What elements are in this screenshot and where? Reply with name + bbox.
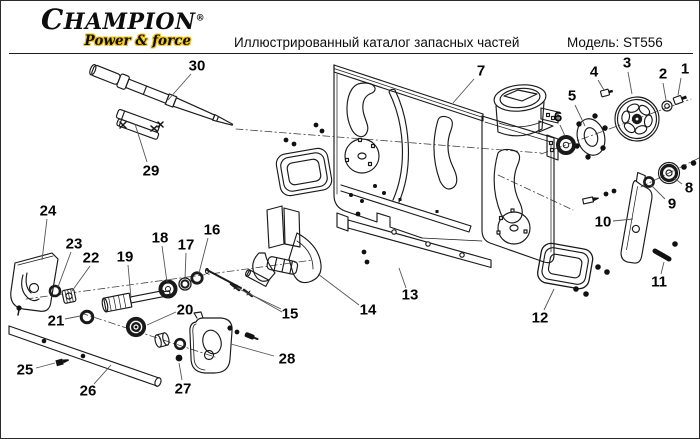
callout-16: 16 bbox=[203, 221, 221, 239]
callout-26: 26 bbox=[79, 382, 97, 400]
catalog-title: Иллюстрированный каталог запасных частей bbox=[234, 35, 520, 50]
brand-logo: CHAMPION® Power & force bbox=[41, 3, 206, 50]
part-26-axle-tube bbox=[8, 325, 162, 387]
part-6-bearing bbox=[556, 135, 576, 155]
callout-10: 10 bbox=[594, 213, 612, 231]
callout-19: 19 bbox=[116, 248, 134, 266]
spacer-bushing bbox=[154, 332, 170, 348]
part-1-bolt bbox=[672, 95, 687, 105]
callout-11: 11 bbox=[651, 273, 667, 291]
callout-21: 21 bbox=[47, 312, 65, 330]
part-11-pin bbox=[652, 241, 678, 262]
part-16-ring bbox=[190, 271, 204, 285]
part-23-ring bbox=[48, 284, 62, 298]
callout-13: 13 bbox=[401, 286, 419, 304]
model-label: Модель: ST556 bbox=[567, 35, 663, 50]
part-4-bolt bbox=[600, 88, 614, 98]
part-30-auger-shaft bbox=[89, 63, 234, 126]
part-28-gearbox-housing bbox=[189, 311, 259, 374]
callout-3: 3 bbox=[622, 54, 632, 72]
callout-4: 4 bbox=[589, 63, 599, 81]
brand-tagline: Power & force bbox=[84, 33, 191, 50]
callout-5: 5 bbox=[567, 87, 577, 105]
part-24-bearing-bracket bbox=[10, 252, 59, 316]
part-21-ring bbox=[79, 309, 95, 325]
callout-30: 30 bbox=[188, 57, 206, 75]
callout-17: 17 bbox=[177, 236, 195, 254]
registered-mark: ® bbox=[195, 13, 206, 24]
part-12-bearing-cover bbox=[537, 242, 610, 297]
brand-name: CHAMPION® bbox=[41, 3, 206, 36]
header-divider bbox=[9, 53, 693, 54]
callout-8: 8 bbox=[684, 179, 694, 197]
part-13-scraper-bar bbox=[336, 212, 492, 269]
part-3-drive-pulley bbox=[614, 96, 660, 142]
part-14-impeller-assembly bbox=[245, 205, 322, 287]
part-27-bolt bbox=[175, 354, 183, 362]
callout-29: 29 bbox=[142, 162, 160, 180]
part-18-bearing bbox=[158, 279, 178, 299]
callout-18: 18 bbox=[151, 229, 169, 247]
callout-20: 20 bbox=[176, 301, 194, 319]
callout-27: 27 bbox=[174, 380, 192, 398]
housing-bolt-dots bbox=[283, 122, 361, 217]
callout-28: 28 bbox=[278, 350, 296, 368]
arm-mount-bolt bbox=[582, 188, 617, 205]
callout-15: 15 bbox=[281, 305, 299, 323]
part-20-gear bbox=[125, 316, 147, 338]
callout-2: 2 bbox=[658, 65, 668, 83]
part-29-shaft-clamp bbox=[115, 108, 164, 140]
part-2-washer bbox=[661, 100, 673, 112]
callout-1: 1 bbox=[680, 60, 690, 78]
callout-24: 24 bbox=[39, 202, 57, 220]
callout-7: 7 bbox=[476, 62, 486, 80]
callout-leader-lines bbox=[35, 71, 683, 385]
part-25-bolt bbox=[55, 358, 69, 367]
callout-25: 25 bbox=[16, 361, 34, 379]
callout-9: 9 bbox=[667, 195, 677, 213]
callout-23: 23 bbox=[65, 235, 83, 253]
retainer-ring bbox=[173, 337, 187, 351]
part-10-tension-arm bbox=[620, 171, 653, 264]
part-8-idler-pulley bbox=[657, 160, 697, 185]
callout-22: 22 bbox=[82, 249, 100, 267]
callout-14: 14 bbox=[359, 301, 377, 319]
callout-6: 6 bbox=[553, 108, 563, 126]
part-22-bushing bbox=[61, 288, 77, 304]
callout-12: 12 bbox=[531, 309, 549, 327]
